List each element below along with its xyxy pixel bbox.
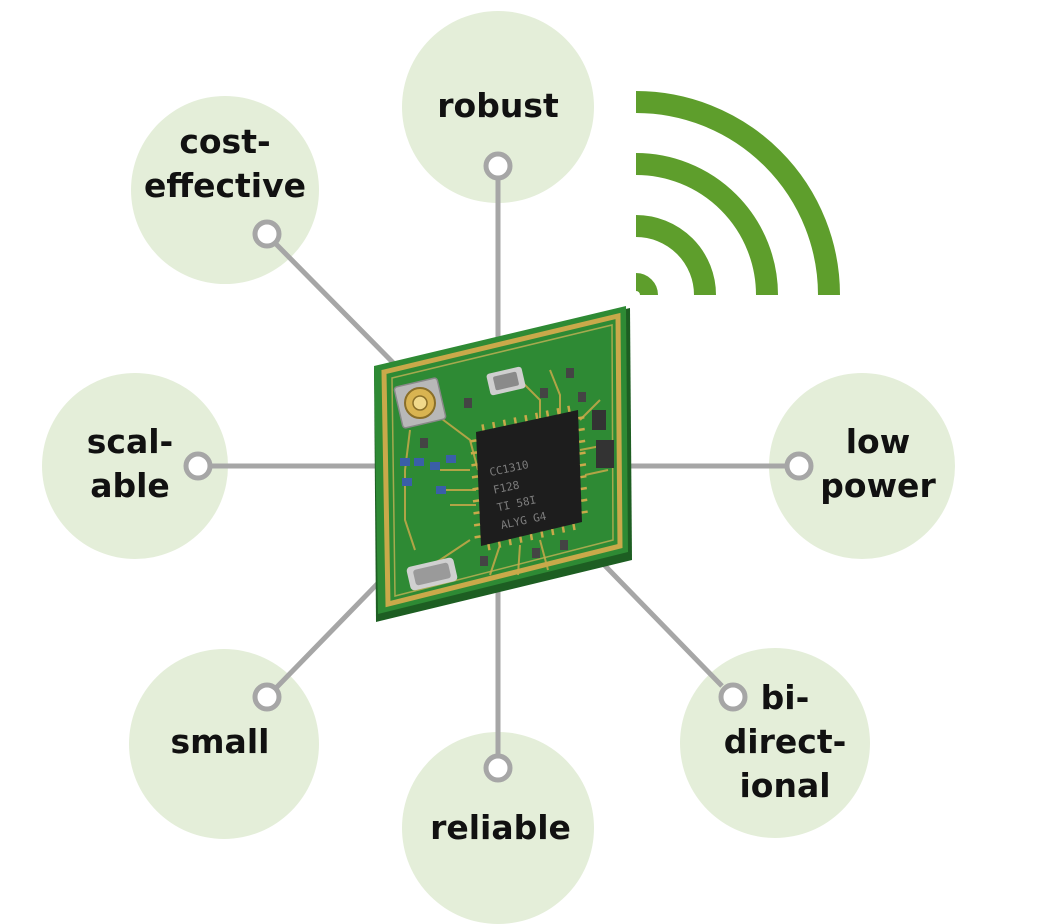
label-low-power-line-2: power: [820, 466, 936, 505]
bubble-reliable: [402, 732, 594, 924]
label-scalable-line-1: scal-: [86, 422, 174, 461]
label-small-line-1: small: [170, 722, 270, 761]
bubble-robust: [402, 11, 594, 203]
wifi-arc-middle: [635, 153, 778, 296]
pcb-gold-border: [381, 312, 623, 608]
antenna-connector-icon: [393, 377, 447, 429]
node-bidirectional: [718, 682, 748, 712]
node-low-power: [784, 451, 814, 481]
label-reliable-line-1: reliable: [430, 808, 571, 847]
ic-pins: [470, 405, 588, 551]
connector-nodes: [183, 151, 814, 783]
pcb-inner-border: [391, 324, 614, 597]
label-bidirectional: bi- direct- ional: [710, 676, 860, 808]
node-cost-effective: [252, 219, 282, 249]
wifi-arc-inner: [635, 215, 716, 296]
wifi-arc-outer: [635, 91, 840, 296]
wifi-dot: [635, 273, 658, 296]
pcb-components: [400, 366, 614, 591]
node-small: [252, 682, 282, 712]
label-bidirectional-line-3: ional: [739, 766, 831, 805]
label-robust-line-1: robust: [437, 86, 559, 125]
label-small: small: [150, 720, 290, 764]
label-bidirectional-line-2: direct-: [723, 722, 847, 761]
label-low-power-line-1: low: [845, 422, 911, 461]
label-cost-effective-line-2: effective: [143, 166, 307, 205]
main-ic: CC1310 F128 TI 58I ALYG G4: [470, 405, 588, 551]
label-robust: robust: [418, 84, 578, 128]
label-cost-effective: cost- effective: [135, 120, 315, 208]
node-scalable: [183, 451, 213, 481]
label-bidirectional-line-1: bi-: [760, 678, 810, 717]
bubble-low-power: [769, 373, 955, 559]
ic-body: [476, 410, 582, 546]
label-cost-effective-line-1: cost-: [179, 122, 271, 161]
rf-module: CC1310 F128 TI 58I ALYG G4: [374, 306, 632, 622]
wifi-signal-icon: [635, 91, 840, 296]
label-scalable: scal- able: [60, 420, 200, 508]
feature-bubbles: [42, 11, 955, 924]
node-reliable: [483, 753, 513, 783]
node-robust: [483, 151, 513, 181]
ic-marking-line-2: F128: [492, 478, 521, 496]
label-reliable: reliable: [418, 806, 583, 850]
label-scalable-line-2: able: [90, 466, 170, 505]
label-low-power: low power: [808, 420, 948, 508]
bubble-scalable: [42, 373, 228, 559]
